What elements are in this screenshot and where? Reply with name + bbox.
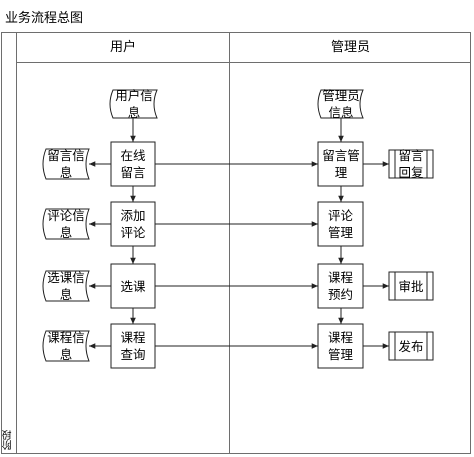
process-add-comment (110, 201, 156, 247)
process-course-manage (317, 323, 364, 369)
approve-label: 审批 (398, 278, 424, 294)
course-manage-label: 课程 管理 (327, 330, 353, 362)
process-online-msg (110, 141, 156, 187)
output-approve (388, 271, 434, 301)
store-select-info (42, 270, 90, 302)
add-comment-label: 添加 评论 (120, 208, 146, 240)
comment-manage-label: 评论 管理 (327, 208, 353, 240)
online-msg-label: 在线 留言 (120, 148, 146, 180)
publish-label: 发布 (398, 338, 424, 354)
lane-divider (229, 33, 230, 454)
output-shapes (388, 149, 434, 361)
stage-column: 阶段 (1, 33, 17, 454)
lane-header-admin: 管理员 (230, 33, 471, 63)
lane-header-user: 用户 (17, 33, 229, 63)
course-info-label: 课程信 息 (47, 330, 85, 362)
process-msg-manage (317, 141, 364, 187)
course-booking-label: 课程 预约 (327, 270, 353, 302)
process-comment-manage (317, 201, 364, 247)
store-admin-info (317, 89, 364, 119)
select-course-label: 选课 (120, 278, 146, 294)
msg-manage-label: 留言管 理 (322, 148, 360, 180)
diagram-title: 业务流程总图 (5, 11, 84, 26)
data-store-shapes (42, 89, 364, 362)
process-select-course (110, 263, 156, 309)
comment-info-label: 评论信 息 (47, 208, 85, 240)
store-course-info (42, 330, 90, 362)
admin-info-label: 管理员 信息 (322, 88, 360, 120)
process-course-query (110, 323, 156, 369)
output-publish (388, 331, 434, 361)
course-query-label: 课程 查询 (120, 330, 146, 362)
process-course-booking (317, 263, 364, 309)
select-info-label: 选课信 息 (47, 270, 85, 302)
store-user-info (109, 89, 158, 119)
user-info-label: 用户信 息 (115, 88, 153, 120)
process-boxes (110, 141, 364, 369)
connectors (89, 118, 389, 349)
store-msg-info (42, 148, 90, 180)
msg-info-label: 留言信 息 (47, 148, 85, 180)
title-bar: 业务流程总图 (1, 1, 471, 33)
msg-reply-label: 留言 回复 (398, 148, 424, 180)
store-comment-info (42, 208, 90, 240)
output-msg-reply (388, 149, 434, 179)
